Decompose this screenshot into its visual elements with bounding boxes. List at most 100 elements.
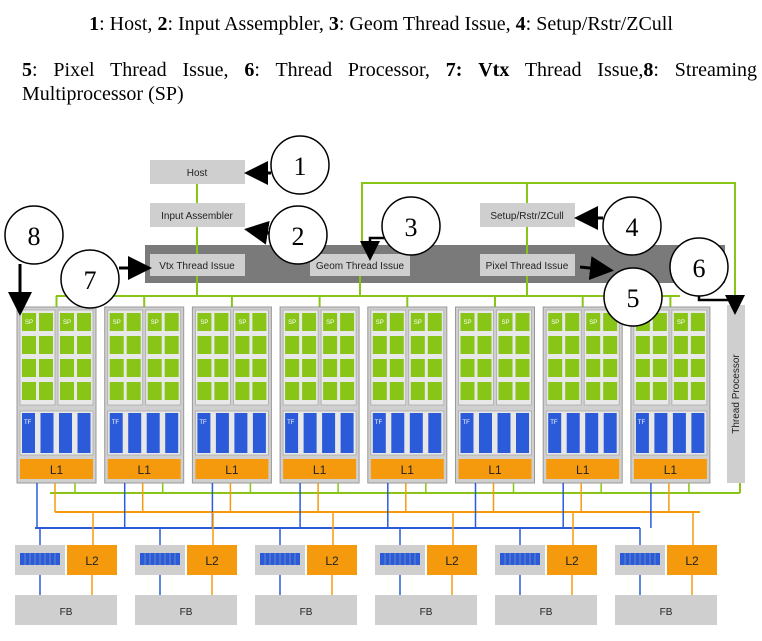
sp-core [410,336,425,354]
setup-block [480,203,575,227]
sp-core [302,336,317,354]
sp-core [548,313,563,331]
callout-5-arrow [579,256,614,281]
sp-core [515,359,530,377]
caption-text: : Setup/Rstr/ZCull [525,13,673,35]
callout-6: 6 [693,254,706,283]
fb-label: FB [180,607,193,618]
sp-core [126,313,141,331]
sp-core [586,359,601,377]
sp-core [460,359,475,377]
tf-unit [497,413,511,453]
sp-core [197,336,212,354]
sp-core [197,359,212,377]
pixel-thread-issue-label: Pixel Thread Issue [486,261,569,272]
sp-core [652,359,667,377]
tf-unit [372,413,386,453]
vtx-thread-issue-label: Vtx Thread Issue [159,261,235,272]
sp-core [285,336,300,354]
tf-unit [322,413,336,453]
tf-unit [672,413,686,453]
vtx-thread-issue-block [150,254,245,276]
input-assembler-label: Input Assembler [161,211,233,222]
sp-core [477,382,492,400]
sp-core [235,313,250,331]
sp-core [477,313,492,331]
caption-number: 8 [643,59,654,81]
tf-unit [566,413,580,453]
callout-4: 4 [626,213,639,242]
sp-core [164,336,179,354]
callout-3-arrow [360,236,384,261]
sp-label: SP [376,320,384,326]
sp-label: SP [200,320,208,326]
sp-label: SP [288,320,296,326]
tf-unit [691,413,705,453]
sp-core [147,359,162,377]
sp-core [252,336,267,354]
sp-core [498,382,513,400]
sp-core [673,313,688,331]
host-block [150,160,245,184]
sp-core [77,336,91,354]
l2-cache [547,545,597,575]
sp-core [323,313,338,331]
tf-unit [40,413,54,453]
callout-5: 5 [627,284,640,313]
l2-label: L2 [685,554,699,568]
l1-cache [633,459,707,479]
caption-text: : Thread Processor, [254,59,446,81]
tf-unit [285,413,299,453]
tf-label: TF [24,420,32,426]
tf-unit [391,413,405,453]
caption-number: Vtx [478,59,510,81]
sp-core [147,382,162,400]
tf-unit [635,413,649,453]
tf-unit [479,413,492,453]
l1-label: L1 [401,463,415,477]
sp-core [372,313,387,331]
tf-unit [303,413,317,453]
fb-block [135,595,237,625]
sp-core [235,382,250,400]
l2-label: L2 [325,554,339,568]
l1-cache [195,459,269,479]
sp-core [147,313,162,331]
sp-core [673,359,688,377]
sp-core [22,313,36,331]
tf-unit [252,413,266,453]
callout-7-circle [60,249,120,309]
callout-1-circle [270,135,330,195]
fb-block [15,595,117,625]
sp-core [389,359,404,377]
tf-unit [516,413,529,453]
fb-block [495,595,597,625]
sp-core [515,382,530,400]
l1-label: L1 [50,463,64,477]
sp-label: SP [551,320,559,326]
caption-text: : Pixel Thread Issue, [32,59,245,81]
sp-core [460,336,475,354]
tf-label: TF [638,420,646,426]
l1-label: L1 [488,463,502,477]
tf-unit [77,413,91,453]
sp-core [652,313,667,331]
sp-core [302,359,317,377]
l2-cache [667,545,717,575]
host-label: Host [187,168,208,179]
tf-unit [654,413,668,453]
sp-core [39,336,53,354]
thread-processor-label: Thread Processor [731,354,742,434]
sp-core [60,382,74,400]
sp-label: SP [502,320,510,326]
callout-8-circle [4,205,64,265]
sp-core [109,382,124,400]
